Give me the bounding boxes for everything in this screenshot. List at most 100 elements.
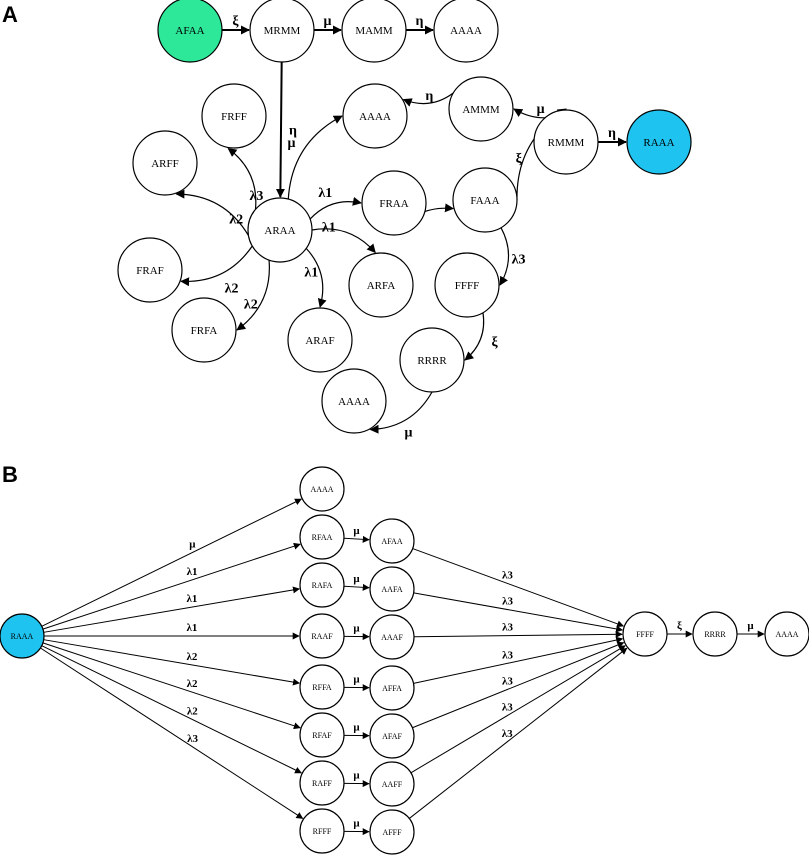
node-b-rfff: RFFF [299,808,345,854]
node-label: RAAA [11,632,34,641]
edge-b-aaff-to-b-ffff [410,645,626,774]
edge-b-rafa-to-b-aafa [343,583,370,591]
node-circle [299,514,345,560]
node-circle [361,170,427,236]
node-label: ARFA [367,280,396,292]
node-label: AFAF [382,732,402,741]
node-a-araa: ARAA [247,197,313,263]
node-circle [299,562,345,608]
edge-label: λ1 [187,566,198,578]
node-a-araf: ARAF [287,307,353,373]
edge-label: λ1 [318,186,332,201]
node-label: RFAF [312,731,332,740]
edge-label: μ [747,620,754,632]
panel-a-diagram: ξμηημλ3λ2λ2λ2λ1λ1λ1ημηξμλ3ξμ AFAAMRMMMAM… [117,0,692,440]
node-circle [201,83,267,149]
panel-a-edges: ξμηημλ3λ2λ2λ2λ1λ1λ1ημηξμλ3ξμ [175,14,627,440]
node-label: ARAA [264,225,295,237]
node-circle [299,760,345,806]
node-label: FRAA [379,198,408,210]
edge-a-ammm-to-a-aaaa2 [402,92,454,107]
node-circle [132,130,198,196]
edge-label: λ1 [186,622,197,634]
edge-label: μ [353,817,360,829]
edge-label: λ3 [249,189,263,204]
node-b-raaa: RAAA [0,613,45,659]
node-b-aaaa_end: AAAA [764,611,809,657]
node-a-frfa: FRFA [171,297,237,363]
node-a-faaa: FAAA [452,167,518,233]
edge-a-araa-to-a-frfa [236,260,270,331]
node-label: FRFF [221,111,247,123]
node-circle [249,0,315,63]
node-circle [247,197,313,263]
node-a-aaaa2: AAAA [342,83,408,149]
node-label: AAAA [359,111,391,123]
edge-label: λ3 [512,252,526,267]
edge-b-raaa-to-b-raff [41,645,302,774]
node-label: AAFF [382,780,403,789]
edge-a-mrmm-to-a-araa [275,61,285,198]
edge-a-araa-to-a-frff [227,147,257,210]
edge-label: λ3 [502,596,513,608]
edge-a-araa-to-a-araf [305,247,327,308]
node-b-rfaf: RFAF [299,712,345,758]
edge-label: λ2 [244,298,258,313]
edge-label: ξ [491,335,498,350]
node-circle [369,761,415,807]
node-b-aafa: AAFA [369,566,415,612]
edge-b-affa-to-b-ffff [413,636,624,684]
node-label: RFFF [313,827,332,836]
node-label: RAFA [312,581,333,590]
edge-label: λ1 [304,266,318,281]
node-label: RAAF [311,632,333,641]
node-circle [342,83,408,149]
node-a-rrrr: RRRR [399,327,465,393]
node-b-ffff: FFFF [622,611,668,657]
node-label: RAFF [312,779,333,788]
edge-b-afff-to-b-ffff [409,647,628,819]
node-circle [117,237,183,303]
node-label: FFFF [455,280,479,292]
edge-label: λ3 [502,649,513,661]
node-a-aaaa1: AAAA [433,0,499,63]
edge-label: μ [353,721,360,733]
node-circle [369,566,415,612]
edge-label: η [425,89,433,104]
edge-label: μ [353,573,360,585]
node-b-afaa: AFAA [369,518,415,564]
edge-label: λ1 [322,220,336,235]
node-a-mrmm: MRMM [249,0,315,63]
edge-label: μ [189,539,196,551]
node-circle [171,297,237,363]
edge-b-afaf-to-b-ffff [412,641,625,729]
node-label: AFFF [382,828,402,837]
node-label: AAAF [381,633,403,642]
node-label: AFAA [381,537,402,546]
edge-label: ξ [677,620,682,632]
edge-b-rfaa-to-b-afaa [343,535,370,543]
edge-label: λ3 [502,675,513,687]
edge-label: λ3 [502,569,513,581]
node-label: FAAA [470,195,499,207]
node-a-fraa: FRAA [361,170,427,236]
node-a-mamm: MAMM [341,0,407,63]
node-circle [448,76,514,142]
node-circle [0,613,45,659]
node-a-ffff: FFFF [434,252,500,318]
node-label: ARAF [305,335,334,347]
node-a-raaa: RAAA [626,109,692,175]
edge-label: λ3 [187,733,198,745]
node-b-rrrr: RRRR [692,611,738,657]
node-b-aaff: AAFF [369,761,415,807]
node-circle [369,809,415,855]
node-b-afff: AFFF [369,809,415,855]
edge-a-araa-to-a-arff [175,189,250,236]
edge-a-ffff-to-a-rrrr [464,312,485,361]
node-label: AFFA [382,684,402,693]
node-circle [287,307,353,373]
edge-label: μ [405,425,413,440]
